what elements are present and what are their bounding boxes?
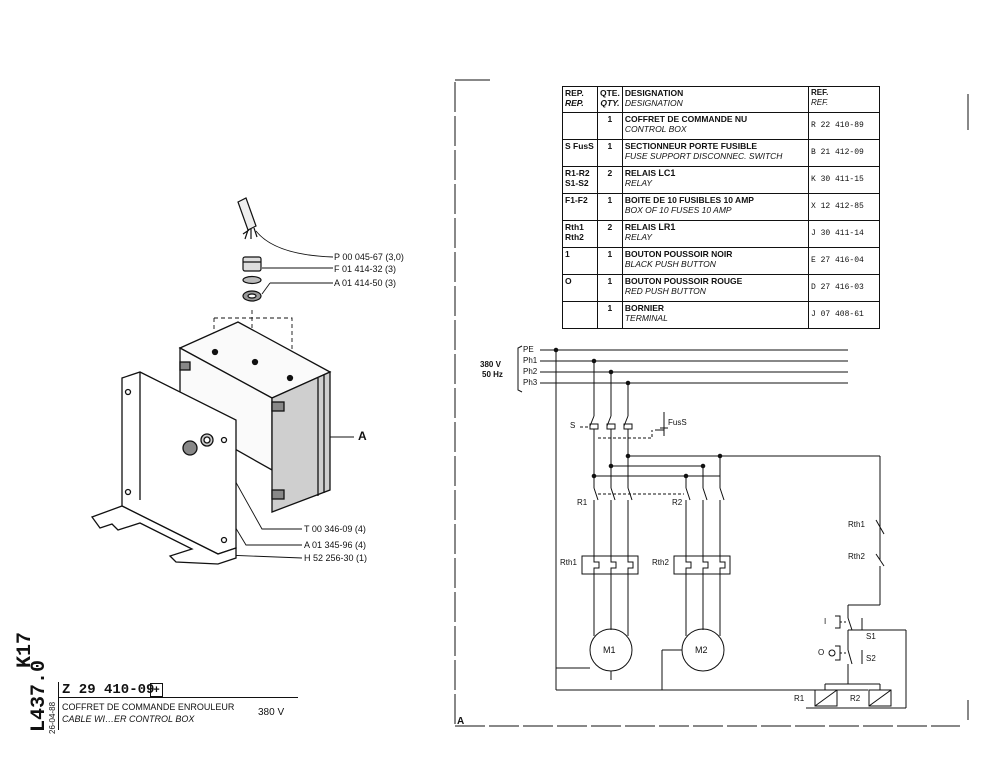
line-label-ph3: Ph3 — [523, 378, 538, 387]
title-english: CABLE WI…ER CONTROL BOX — [62, 714, 195, 724]
row-ref: K 30 411-15 — [808, 166, 880, 194]
row-rep: S FusS — [562, 139, 598, 167]
header-rep: REP.REP. — [562, 86, 598, 113]
fuse-label: FusS — [668, 418, 687, 427]
header-ref: REF.REF. — [808, 86, 880, 113]
row-rep — [562, 301, 598, 329]
title-block-frame — [58, 682, 299, 730]
callout-nut: A 01 345-96 (4) — [304, 540, 367, 550]
line-label-pe: PE — [523, 345, 534, 354]
callout-box-a: A — [358, 429, 367, 443]
supply-voltage-label: 380 V — [480, 360, 501, 369]
row-ref: X 12 412-85 — [808, 193, 880, 221]
cable-drawing — [237, 197, 258, 240]
switch-label: S — [570, 421, 576, 430]
frame-label-a: A — [457, 716, 465, 727]
red-button-label: O — [818, 648, 825, 657]
row-qty: 1 — [597, 247, 623, 275]
title-block-rule — [58, 697, 298, 698]
title-french: COFFRET DE COMMANDE ENROULEUR — [62, 702, 235, 712]
callout-cable: P 00 045-67 (3,0) — [334, 252, 404, 262]
s1-label: S1 — [866, 632, 876, 641]
rth1-label: Rth1 — [560, 558, 577, 567]
relay-r1-label: R1 — [577, 498, 588, 507]
row-qty: 2 — [597, 220, 623, 248]
rth2-label: Rth2 — [652, 558, 669, 567]
coil-r2-label: R2 — [850, 694, 861, 703]
row-qty: 1 — [597, 193, 623, 221]
s2-label: S2 — [866, 654, 876, 663]
row-rep: 1 — [562, 247, 598, 275]
callout-gland: F 01 414-32 (3) — [334, 264, 397, 274]
motor-m2-label: M2 — [695, 645, 708, 655]
row-ref: J 30 411-14 — [808, 220, 880, 248]
motor-m1-label: M1 — [603, 645, 616, 655]
plus-box-icon: + — [150, 683, 163, 697]
row-rep: O — [562, 274, 598, 302]
row-ref: J 07 408-61 — [808, 301, 880, 329]
row-rep: Rth1 Rth2 — [562, 220, 598, 248]
relay-r2-label: R2 — [672, 498, 683, 507]
supply-frequency-label: 50 Hz — [482, 370, 503, 379]
row-qty: 2 — [597, 166, 623, 194]
line-label-ph2: Ph2 — [523, 367, 538, 376]
row-rep — [562, 112, 598, 140]
row-qty: 1 — [597, 112, 623, 140]
callout-screw: T 00 346-09 (4) — [304, 524, 366, 534]
mount-bracket — [90, 505, 237, 565]
row-rep: F1-F2 — [562, 193, 598, 221]
rth1-contact-label: Rth1 — [848, 520, 865, 529]
gland-parts — [242, 256, 262, 302]
black-button-label: I — [824, 617, 827, 626]
drawing-frame — [454, 79, 969, 727]
callout-washer: A 01 414-50 (3) — [334, 278, 397, 288]
row-qty: 1 — [597, 301, 623, 329]
rth2-contact-label: Rth2 — [848, 552, 865, 561]
coil-r1-label: R1 — [794, 694, 805, 703]
row-qty: 1 — [597, 274, 623, 302]
control-box-body — [178, 321, 332, 513]
row-ref: R 22 410-89 — [808, 112, 880, 140]
date-stamp: 26-04-88 — [48, 701, 57, 734]
row-rep: R1-R2 S1-S2 — [562, 166, 598, 194]
schematic-wiring — [517, 345, 907, 709]
callout-bracket: H 52 256-30 (1) — [304, 553, 368, 563]
drawing-code: Z 29 410-09 — [62, 682, 155, 698]
row-qty: 1 — [597, 139, 623, 167]
row-ref: B 21 412-09 — [808, 139, 880, 167]
row-ref: E 27 416-04 — [808, 247, 880, 275]
title-voltage: 380 V — [258, 707, 285, 718]
row-ref: D 27 416-03 — [808, 274, 880, 302]
line-label-ph1: Ph1 — [523, 356, 538, 365]
header-qty: QTE.QTY. — [597, 86, 623, 113]
